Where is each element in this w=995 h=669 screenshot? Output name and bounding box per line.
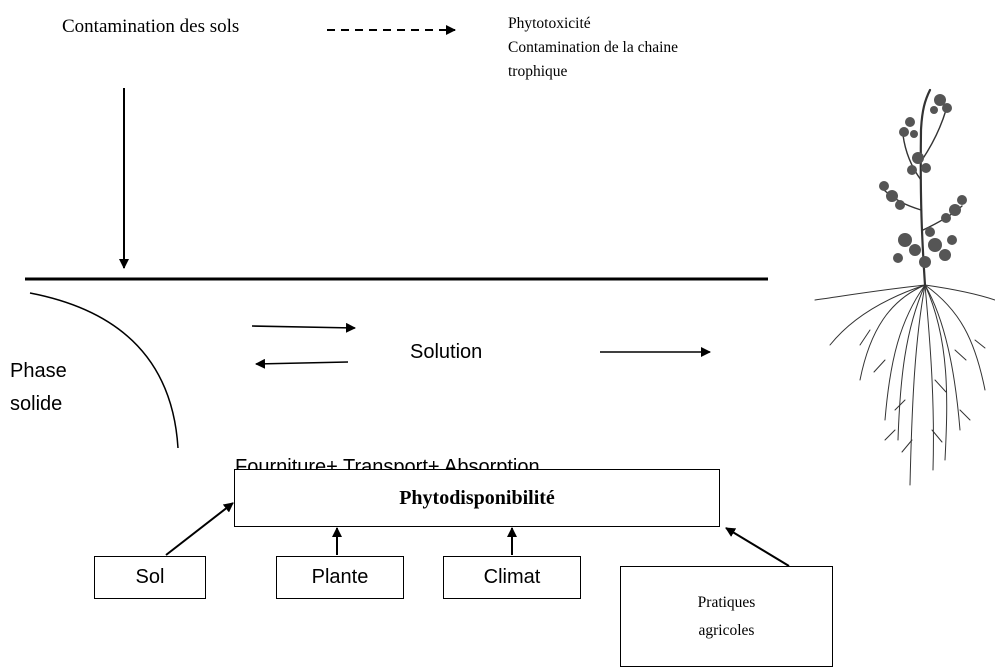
factor-climat-label: Climat xyxy=(483,566,541,588)
factor-sol-box: Sol xyxy=(94,556,206,599)
arrow-pratiques-to-phytodisponibilite xyxy=(725,527,790,567)
factor-plante-box: Plante xyxy=(276,556,404,599)
factor-pratiques-line-1: Pratiques xyxy=(697,593,756,611)
effect-phytotoxicite: Phytotoxicité xyxy=(508,15,591,32)
phase-solide-line-2: solide xyxy=(10,393,63,415)
factor-climat-box: Climat xyxy=(443,556,581,599)
effects-text-block: Phytotoxicité Contamination de la chaine… xyxy=(508,12,768,84)
arrow-solution-to-solid xyxy=(255,358,349,369)
factor-pratiques-agricoles-box: Pratiques agricoles xyxy=(620,566,833,667)
phytodisponibilite-label: Phytodisponibilité xyxy=(399,486,555,509)
solid-phase-curve xyxy=(29,292,179,449)
factor-pratiques-line-2: agricoles xyxy=(698,621,755,639)
factor-sol-label: Sol xyxy=(135,566,165,588)
plant-with-roots-icon xyxy=(814,88,995,486)
phytodisponibilite-box: Phytodisponibilité xyxy=(234,469,720,527)
factor-plante-label: Plante xyxy=(311,566,369,588)
effect-trophique: trophique xyxy=(508,63,568,80)
arrow-solid-to-solution xyxy=(251,322,356,333)
arrow-sol-to-phytodisponibilite xyxy=(165,502,234,556)
phase-solide-line-1: Phase xyxy=(10,360,67,382)
effect-contamination-chaine: Contamination de la chaine xyxy=(508,39,679,56)
solution-label: Solution xyxy=(410,341,483,363)
contamination-des-sols-label: Contamination des sols xyxy=(62,16,240,37)
phase-solide-label: Phase solide xyxy=(10,355,67,421)
